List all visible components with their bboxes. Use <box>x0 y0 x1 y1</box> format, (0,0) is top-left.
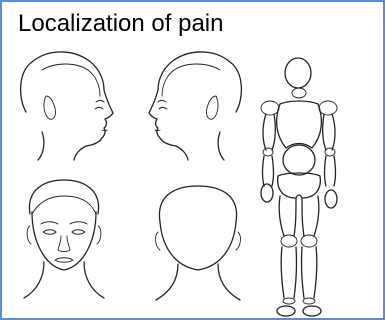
head-profile-left[interactable] <box>149 52 241 160</box>
body-mannequin-back[interactable] <box>261 58 337 316</box>
head-profile-right[interactable] <box>21 52 113 160</box>
head-front[interactable] <box>24 180 104 298</box>
head-back[interactable] <box>156 186 241 300</box>
